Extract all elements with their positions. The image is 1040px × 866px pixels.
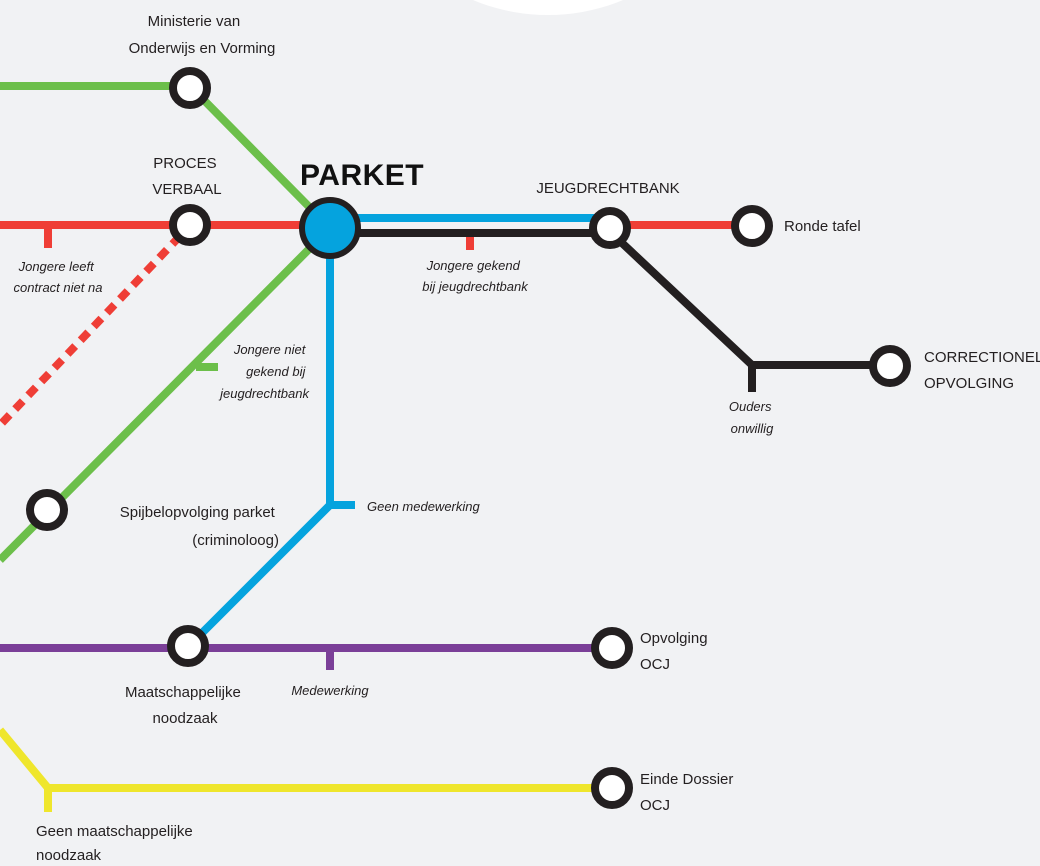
station-ronde-tafel[interactable]	[731, 205, 773, 247]
station-spijbelopvolging[interactable]	[26, 489, 68, 531]
red-dotted-line	[0, 233, 183, 428]
annotation-ouders: Ouders onwillig	[729, 399, 775, 436]
label-einde-dossier: Einde Dossier OCJ	[640, 771, 738, 814]
station-ministerie[interactable]	[169, 67, 211, 109]
station-maatschappelijke[interactable]	[167, 625, 209, 667]
station-jeugdrechtbank[interactable]	[589, 207, 631, 249]
annotation-geen-medewerking: Geen medewerking	[367, 499, 480, 514]
label-proces-verbaal: PROCES VERBAAL	[152, 155, 221, 198]
hub-label: PARKET	[300, 159, 424, 192]
station-proces-verbaal[interactable]	[169, 204, 211, 246]
background-bubble	[473, 0, 623, 15]
label-spijbelopvolging: Spijbelopvolging parket (criminoloog)	[120, 504, 279, 549]
purple-line	[0, 644, 612, 670]
label-ministerie: Ministerie van Onderwijs en Vorming	[129, 13, 276, 57]
annotation-gekend: Jongere gekend bij jeugdrechtbank	[422, 258, 529, 294]
annotation-contract: Jongere leeft contract niet na	[14, 259, 103, 295]
stations	[26, 67, 911, 809]
station-einde-dossier[interactable]	[591, 767, 633, 809]
station-correctionele[interactable]	[869, 345, 911, 387]
annotation-geen-noodzaak: Geen maatschappelijke noodzaak	[36, 823, 197, 864]
station-opvolging-ocj[interactable]	[591, 627, 633, 669]
label-maatschappelijke: Maatschappelijke noodzaak	[125, 684, 245, 727]
label-opvolging-ocj: Opvolging OCJ	[640, 630, 712, 673]
hub-parket[interactable]	[299, 197, 361, 259]
annotation-medewerking: Medewerking	[291, 683, 369, 698]
annotation-niet-gekend: Jongere niet gekend bij jeugdrechtbank	[218, 342, 310, 401]
blue-line	[187, 214, 600, 648]
label-correctionele: CORRECTIONELE OPVOLGING	[924, 349, 1040, 392]
black-line	[330, 225, 890, 392]
label-ronde-tafel: Ronde tafel	[784, 218, 861, 235]
yellow-line	[0, 727, 612, 812]
label-jeugdrechtbank: JEUGDRECHTBANK	[536, 180, 679, 197]
